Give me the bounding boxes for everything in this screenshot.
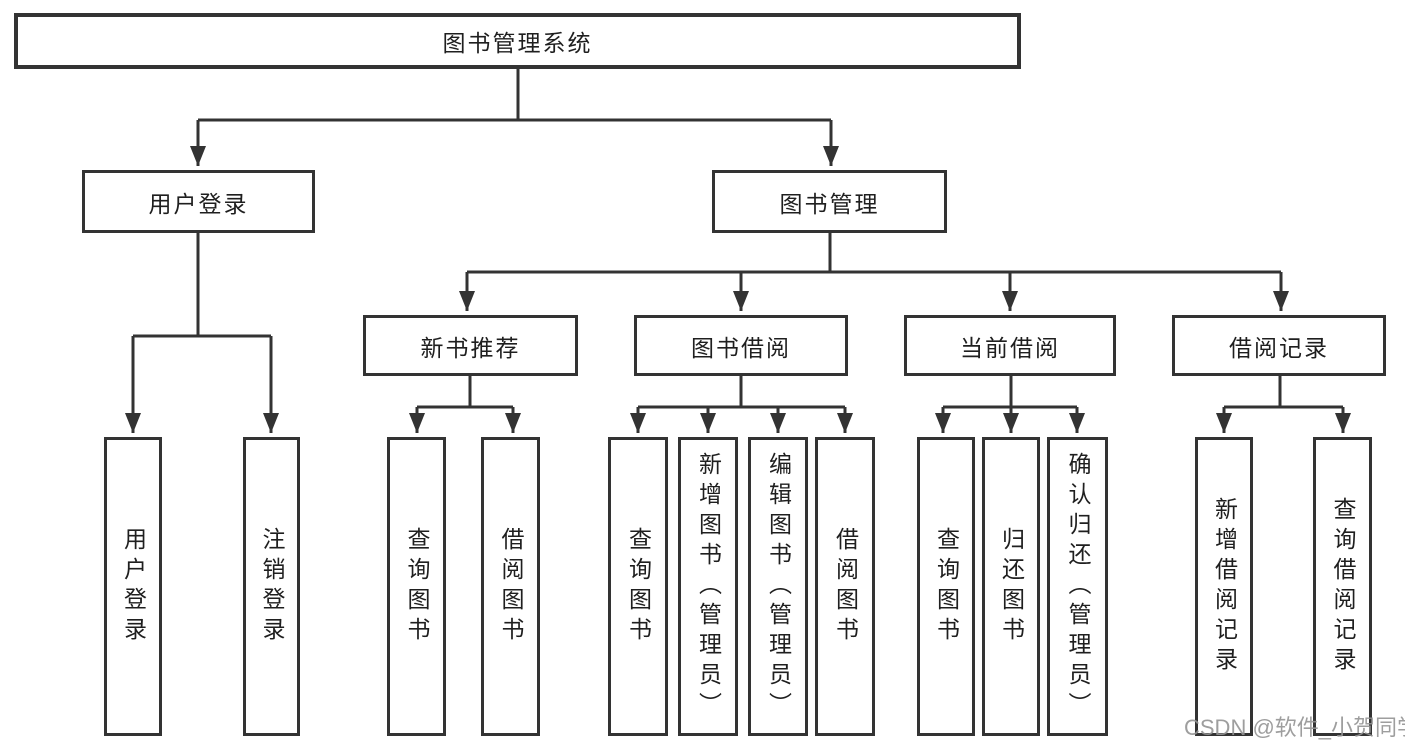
node-new-book-recommend: 新书推荐 [363,315,578,376]
node-book-management-label: 图书管理 [779,190,880,217]
leaf-borrow-books-recommend-label: 借阅图书 [498,526,524,647]
leaf-query-books-current-label: 查询图书 [933,526,960,647]
node-root-label: 图书管理系统 [442,30,593,56]
leaf-return-book-label: 归还图书 [998,526,1025,647]
node-book-borrow-label: 图书借阅 [691,334,791,361]
csdn-watermark: CSDN @软件_小贺同学 [1184,715,1405,740]
node-user-login: 用户登录 [82,170,315,233]
leaf-add-borrow-record: 新增借阅记录 [1195,437,1253,736]
leaf-confirm-return-admin-label: 确认归还（管理员） [1065,451,1091,722]
leaf-borrow-books-recommend: 借阅图书 [481,437,540,736]
leaf-query-books-recommend: 查询图书 [387,437,446,736]
node-borrow-records: 借阅记录 [1172,315,1386,376]
leaf-user-login: 用户登录 [104,437,162,736]
node-current-borrow-label: 当前借阅 [960,334,1060,361]
node-borrow-records-label: 借阅记录 [1229,334,1329,361]
leaf-user-login-label: 用户登录 [120,526,147,647]
node-root: 图书管理系统 [14,13,1021,69]
leaf-query-books-borrow: 查询图书 [608,437,668,736]
node-book-borrow: 图书借阅 [634,315,848,376]
leaf-query-books-recommend-label: 查询图书 [404,526,430,647]
leaf-confirm-return-admin: 确认归还（管理员） [1047,437,1108,736]
node-book-management: 图书管理 [712,170,947,233]
node-new-book-recommend-label: 新书推荐 [420,334,521,361]
leaf-borrow-books-label: 借阅图书 [832,526,859,647]
leaf-query-books-current: 查询图书 [917,437,975,736]
node-current-borrow: 当前借阅 [904,315,1116,376]
leaf-return-book: 归还图书 [982,437,1040,736]
leaf-query-books-borrow-label: 查询图书 [625,526,652,647]
leaf-edit-book-admin-label: 编辑图书（管理员） [765,451,792,722]
leaf-query-borrow-record: 查询借阅记录 [1313,437,1372,736]
leaf-add-borrow-record-label: 新增借阅记录 [1211,496,1238,677]
leaf-logout: 注销登录 [243,437,300,736]
node-user-login-label: 用户登录 [148,190,249,217]
leaf-borrow-books: 借阅图书 [815,437,875,736]
leaf-query-borrow-record-label: 查询借阅记录 [1330,496,1356,677]
leaf-edit-book-admin: 编辑图书（管理员） [748,437,808,736]
leaf-logout-label: 注销登录 [259,526,285,647]
leaf-add-book-admin-label: 新增图书（管理员） [695,451,722,722]
leaf-add-book-admin: 新增图书（管理员） [678,437,738,736]
